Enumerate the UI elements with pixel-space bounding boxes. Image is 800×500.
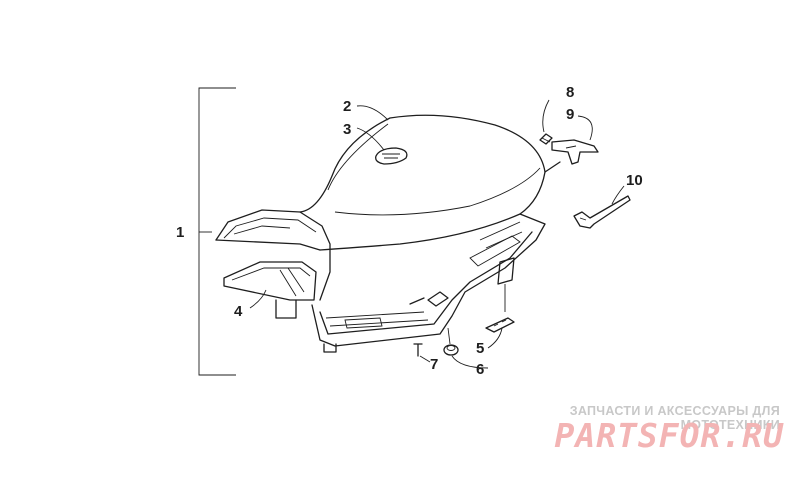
assembly-bracket <box>198 87 236 376</box>
watermark-logo: PARTSFOR.RU <box>554 416 784 455</box>
tool-wrench <box>573 195 631 229</box>
callout-1: 1 <box>176 224 184 241</box>
watermark-tagline: ЗАПЧАСТИ И АКСЕССУАРЫ ДЛЯ МОТОТЕХНИКИ <box>569 404 780 432</box>
callout-7: 7 <box>430 356 438 373</box>
leader-lines <box>249 99 625 369</box>
callout-3: 3 <box>343 121 351 138</box>
seat-cover <box>215 114 561 301</box>
callout-5: 5 <box>476 340 484 357</box>
spring-clip <box>539 133 553 145</box>
callout-10: 10 <box>626 172 643 189</box>
rear-panel <box>223 261 317 319</box>
seat-base <box>311 213 546 353</box>
callout-4: 4 <box>234 303 243 320</box>
callout-8: 8 <box>566 84 574 101</box>
callout-6: 6 <box>476 361 484 378</box>
callout-2: 2 <box>343 98 351 115</box>
callout-9: 9 <box>566 106 574 123</box>
mount-plate <box>485 317 515 333</box>
seat-pad <box>375 147 408 165</box>
rivet <box>413 343 423 357</box>
latch-bracket <box>551 139 599 165</box>
grommet <box>443 344 459 356</box>
